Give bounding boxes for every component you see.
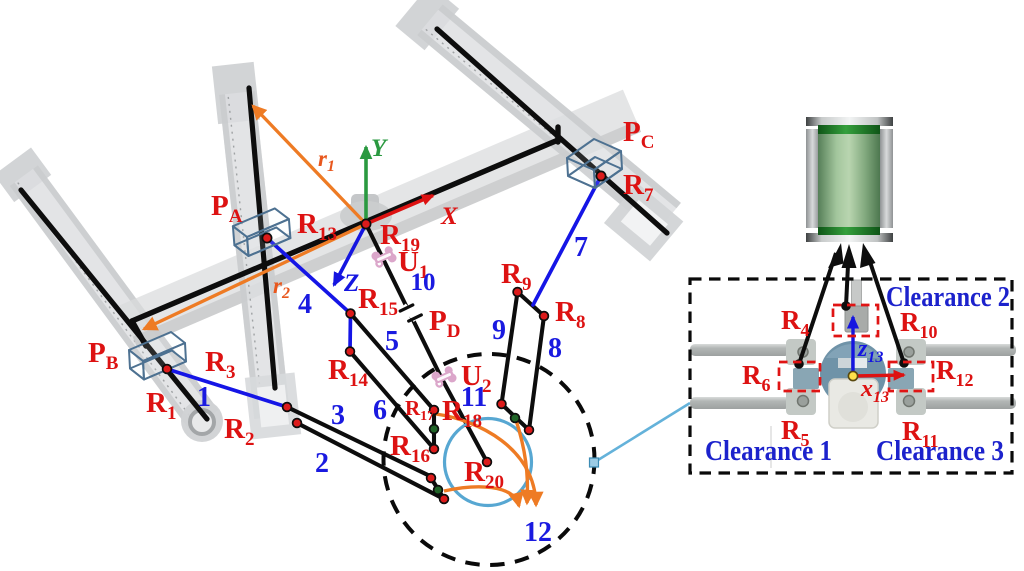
svg-text:6: 6 — [373, 395, 387, 426]
svg-text:R1: R1 — [146, 387, 176, 424]
svg-text:3: 3 — [331, 400, 345, 431]
svg-text:Clearance 2: Clearance 2 — [886, 281, 1010, 313]
svg-text:Z: Z — [343, 270, 359, 297]
svg-text:5: 5 — [385, 326, 399, 357]
svg-text:2: 2 — [315, 448, 329, 479]
svg-text:Clearance 1: Clearance 1 — [705, 435, 832, 467]
svg-text:11: 11 — [461, 382, 487, 413]
svg-text:R19: R19 — [380, 219, 420, 256]
svg-text:8: 8 — [548, 333, 562, 364]
svg-text:10: 10 — [411, 269, 436, 296]
svg-text:4: 4 — [298, 289, 312, 320]
svg-text:7: 7 — [574, 232, 588, 263]
svg-text:Clearance 3: Clearance 3 — [876, 435, 1004, 467]
svg-text:Y: Y — [371, 135, 389, 162]
svg-text:1: 1 — [197, 382, 211, 413]
svg-text:12: 12 — [524, 517, 552, 548]
svg-text:9: 9 — [492, 315, 506, 346]
svg-text:X: X — [440, 203, 459, 230]
